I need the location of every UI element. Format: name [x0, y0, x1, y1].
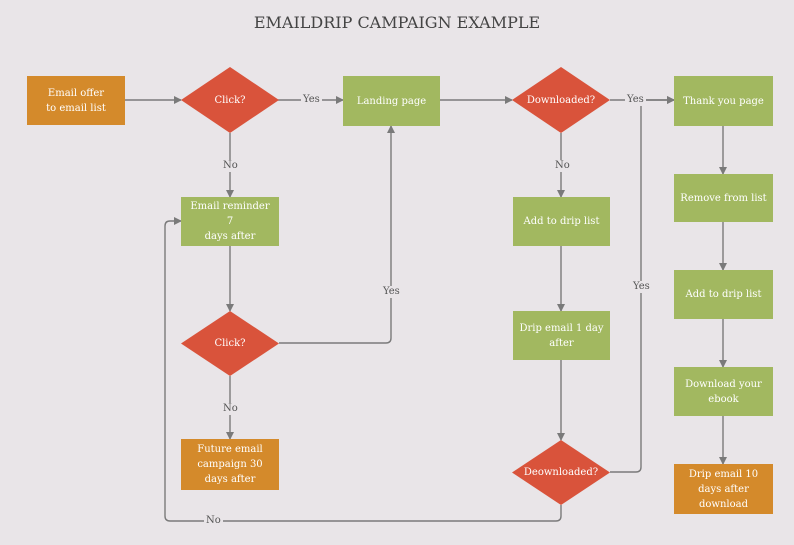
- label-click2-no: No: [221, 403, 240, 415]
- node-thank-you-page: Thank you page: [674, 76, 773, 126]
- decision-downloaded-2-label: Deownloaded?: [523, 467, 599, 478]
- node-download-ebook: Download your ebook: [674, 367, 773, 416]
- node-landing-page: Landing page: [343, 76, 440, 126]
- label-click2-yes: Yes: [381, 286, 402, 298]
- node-add-to-drip-list: Add to drip list: [513, 197, 610, 246]
- label-downloaded1-yes: Yes: [625, 94, 646, 106]
- decision-downloaded-2: Deownloaded?: [512, 440, 610, 505]
- node-email-offer: Email offer to email list: [27, 76, 125, 125]
- decision-click-2: Click?: [181, 311, 279, 376]
- node-drip-email-1-day: Drip email 1 day after: [513, 311, 610, 360]
- decision-click-2-label: Click?: [214, 338, 246, 349]
- decision-downloaded-1: Downloaded?: [512, 67, 610, 133]
- node-future-campaign: Future email campaign 30 days after: [181, 439, 279, 490]
- label-click1-yes: Yes: [301, 94, 322, 106]
- diagram-title: EMAILDRIP CAMPAIGN EXAMPLE: [253, 13, 541, 32]
- edge-click2-yes-landing: [279, 125, 395, 344]
- decision-click-1-label: Click?: [214, 94, 246, 106]
- label-downloaded2-no: No: [204, 515, 223, 527]
- label-downloaded2-yes: Yes: [631, 281, 652, 293]
- node-drip-email-10-days: Drip email 10 days after download: [674, 464, 773, 514]
- node-add-to-drip-list-2: Add to drip list: [674, 270, 773, 319]
- decision-downloaded-1-label: Downloaded?: [526, 94, 596, 106]
- node-email-reminder: Email reminder 7 days after: [181, 197, 279, 246]
- label-downloaded1-no: No: [553, 160, 572, 172]
- node-remove-from-list: Remove from list: [674, 174, 773, 222]
- decision-click-1: Click?: [181, 67, 279, 133]
- edge-downloaded2-no-reminder: [164, 217, 562, 522]
- label-click1-no: No: [221, 160, 240, 172]
